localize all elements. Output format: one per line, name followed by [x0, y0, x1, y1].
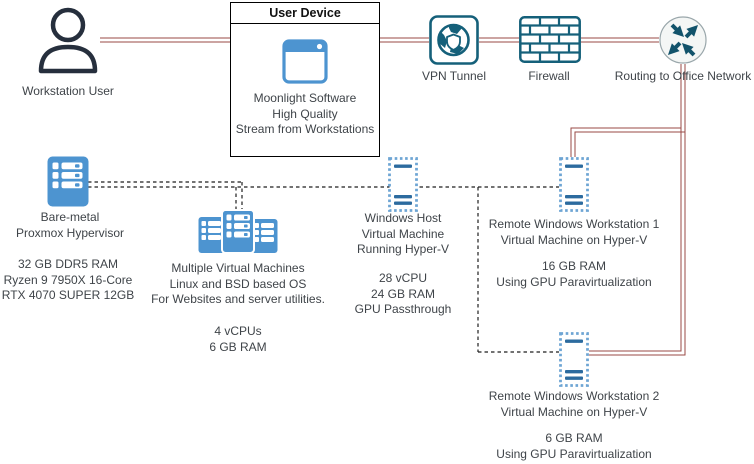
remote-workstation-1-node[interactable] [559, 157, 589, 217]
office-routing-node[interactable] [659, 16, 707, 69]
remote-workstation-1-label: Remote Windows Workstation 1 Virtual Mac… [488, 217, 660, 247]
office-routing-label: Routing to Office Network [614, 69, 752, 83]
vpn-tunnel-node[interactable] [429, 15, 479, 70]
app-window-icon [282, 39, 328, 84]
vpn-tunnel-label: VPN Tunnel [421, 69, 487, 83]
remote-workstation-2-label: Remote Windows Workstation 2 Virtual Mac… [488, 389, 660, 419]
linux-vms-label: Multiple Virtual Machines Linux and BSD … [151, 261, 325, 306]
router-arrows-icon [659, 16, 707, 64]
proxmox-hypervisor-node[interactable] [47, 156, 89, 212]
proxmox-hypervisor-specs: 32 GB DDR5 RAM Ryzen 9 7950X 16-Core RTX… [1, 257, 135, 302]
globe-shield-icon [429, 15, 479, 65]
red-link-lines [100, 37, 686, 356]
remote-workstation-1-specs: 16 GB RAM Using GPU Paravirtualization [496, 259, 652, 289]
person-icon [38, 7, 98, 74]
workstation-user-label: Workstation User [22, 84, 114, 98]
workstation-user-node[interactable] [37, 6, 99, 79]
server-icon [47, 156, 89, 207]
virtual-machine-icon [388, 157, 418, 212]
firewall-node[interactable] [519, 16, 581, 68]
firewall-label: Firewall [528, 69, 570, 83]
windows-host-specs: 28 vCPU 24 GB RAM GPU Passthrough [354, 271, 452, 316]
dashed-virtualization-lines [88, 181, 559, 353]
windows-host-node[interactable] [388, 157, 418, 217]
user-device-description: Moonlight Software High Quality Stream f… [235, 91, 375, 136]
server-cluster-icon [198, 209, 278, 254]
remote-workstation-2-node[interactable] [559, 332, 589, 392]
virtual-machine-icon [559, 157, 589, 212]
remote-workstation-2-specs: 6 GB RAM Using GPU Paravirtualization [496, 431, 652, 461]
virtual-machine-icon [559, 332, 589, 387]
user-device-box[interactable]: User Device Moonlight Software High Qual… [230, 2, 380, 157]
user-device-title: User Device [231, 3, 379, 24]
proxmox-hypervisor-label: Bare-metal Proxmox Hypervisor [15, 210, 125, 240]
linux-vms-node[interactable] [198, 209, 278, 258]
linux-vms-specs: 4 vCPUs 6 GB RAM [209, 324, 267, 354]
brick-wall-icon [519, 16, 581, 63]
windows-host-label: Windows Host Virtual Machine Running Hyp… [356, 211, 450, 256]
